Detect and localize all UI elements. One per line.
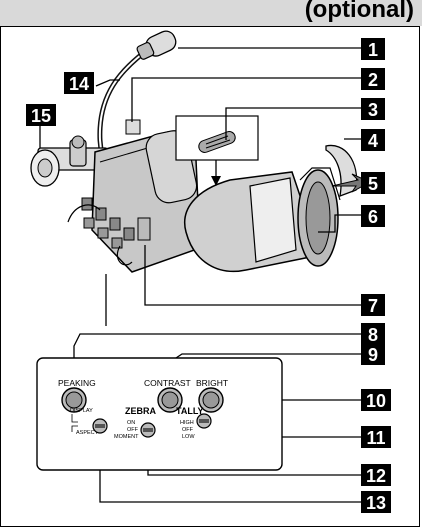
mounting-rod [30,135,109,187]
callout-11: 11 [361,426,391,448]
zebra-switch [140,422,156,438]
svg-text:4: 4 [368,131,378,151]
control-panel: PEAKING CONTRAST BRIGHT ZEBRA ON OFF MOM… [36,357,283,471]
display-label: DISPLAY [70,408,93,414]
zebra-moment: MOMENT [114,434,139,440]
callout-8: 8 [361,323,385,345]
zebra-off: OFF [127,427,139,433]
zebra-label: ZEBRA [125,406,156,416]
body-controls [67,197,151,266]
connector-plug [136,30,177,60]
peaking-button [61,387,87,413]
tally-low: LOW [182,434,195,440]
display-aspect-switch [92,418,108,434]
callout-13: 13 [361,491,391,513]
svg-text:14: 14 [69,74,89,94]
svg-text:7: 7 [368,296,378,316]
svg-text:6: 6 [368,207,378,227]
tally-high: HIGH [180,420,194,426]
figure-frame [0,26,420,527]
svg-text:11: 11 [366,428,385,448]
tally-off: OFF [182,427,194,433]
svg-text:3: 3 [368,100,378,120]
callout-4: 4 [361,129,385,151]
callout-6: 6 [361,205,385,227]
aspect-label: ASPECT [76,430,99,436]
svg-text:5: 5 [368,174,378,194]
svg-text:8: 8 [368,325,378,345]
header-title: (optional) [304,0,414,23]
bright-button [198,387,224,413]
contrast-label: CONTRAST [144,378,191,388]
callout-5: 5 [361,172,385,194]
tally-label: TALLY [176,406,204,416]
svg-text:2: 2 [368,70,378,90]
callout-12: 12 [361,464,391,486]
callout-7: 7 [361,294,385,316]
callout-14: 14 [64,72,94,94]
callout-2: 2 [361,68,385,90]
page-header: (optional) [0,0,422,26]
bright-label: BRIGHT [196,378,228,388]
svg-text:1: 1 [368,40,378,60]
callout-3: 3 [361,98,385,120]
tally-switch [196,413,212,429]
svg-text:9: 9 [368,345,378,365]
callout-9: 9 [361,343,385,365]
peaking-label: PEAKING [58,378,96,388]
svg-text:13: 13 [366,493,386,513]
callout-10: 10 [361,389,391,411]
callout-1: 1 [361,38,385,60]
zebra-on: ON [127,420,135,426]
svg-text:10: 10 [366,391,386,411]
svg-text:15: 15 [31,106,51,126]
contrast-button [157,387,183,413]
eyepiece [184,144,358,272]
callout-15: 15 [26,104,56,126]
svg-text:12: 12 [366,466,386,486]
